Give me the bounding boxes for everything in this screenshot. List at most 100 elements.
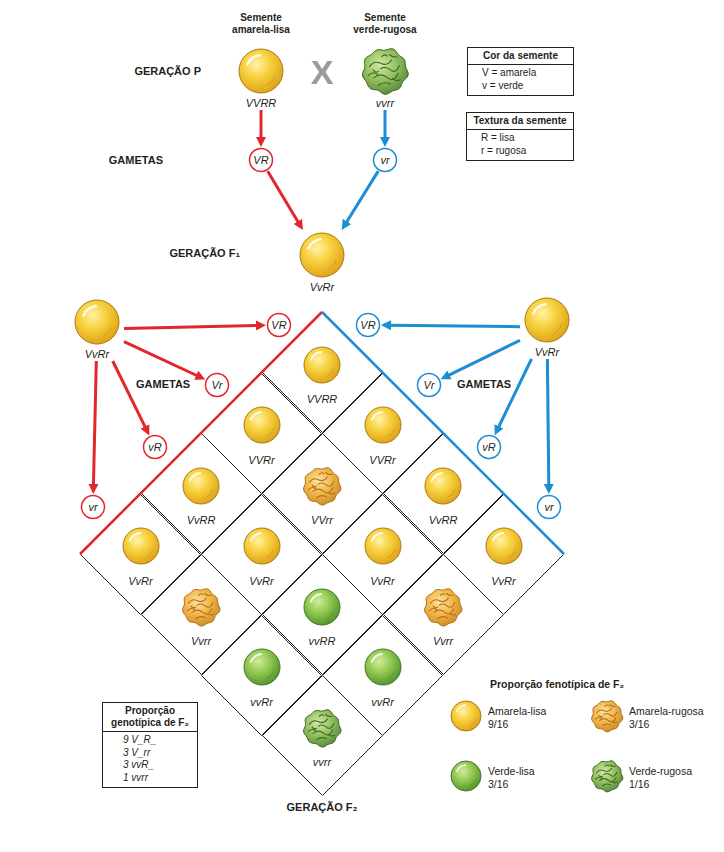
seed-node: VvRr [295, 230, 349, 294]
seed-shade [387, 429, 394, 437]
arrow-connector [268, 171, 300, 224]
seed-outline [123, 528, 159, 564]
seed-outline [451, 701, 481, 731]
gamete-label: vR [476, 434, 502, 460]
wrinkle-line [439, 602, 454, 607]
seed-illustration [180, 465, 222, 507]
wrinkle-line [603, 784, 611, 786]
legend-text: Amarela-lisa 9/16 [488, 705, 574, 731]
gamete-circle: VR [248, 147, 274, 173]
seed-outline [239, 49, 283, 93]
box-line: v = verde [468, 80, 573, 93]
seed-outline [244, 528, 280, 564]
seed-illustration [360, 46, 410, 96]
seed-highlight [311, 352, 321, 360]
genotype-label: VvRr [70, 347, 124, 361]
seed-highlight [457, 705, 466, 711]
seed-illustration [448, 758, 484, 794]
seed-illustration [301, 344, 343, 386]
wrinkle-line [319, 714, 324, 716]
wrinkle-line [317, 737, 327, 739]
wrinkle-line [197, 602, 212, 607]
wrinkle-line [430, 608, 437, 610]
wrinkle-line [610, 705, 615, 707]
seed-shade [327, 610, 334, 618]
seed-illustration [483, 525, 525, 567]
diagram-label: X [297, 50, 347, 94]
box-heading: Textura da semente [467, 113, 573, 130]
proportion-box: Proporção genotípica de F₂9 V_R_3 V_rr3 … [102, 702, 198, 788]
seed-heading: Semente verde-rugosa [349, 12, 421, 38]
red-grid-edge [80, 312, 322, 554]
seed-highlight [250, 412, 260, 420]
seed-highlight [492, 533, 502, 541]
wrinkle-line [599, 775, 603, 776]
wrinkle-line [612, 781, 617, 782]
legend-swatch [448, 698, 484, 734]
wrinkle-line [369, 73, 378, 76]
wrinkle-line [309, 477, 327, 482]
legend-swatch [589, 758, 625, 794]
wrinkle-line [312, 727, 317, 729]
wrinkle-line [597, 769, 612, 774]
seed-outline [365, 407, 401, 443]
gamete-label: Vr [416, 372, 442, 398]
seed-wrap [241, 525, 283, 567]
seed-highlight [371, 654, 381, 662]
gamete-circle: VR [266, 312, 292, 338]
seed-shade [470, 779, 476, 786]
wrinkle-line [196, 616, 206, 618]
seed-outline [304, 709, 341, 746]
box-line: R = lisa [467, 132, 573, 145]
seed-highlight [533, 304, 546, 313]
arrow-connector [260, 110, 263, 140]
seed-shade [328, 259, 337, 269]
seed-highlight [457, 765, 466, 771]
wrinkle-line [198, 593, 203, 595]
seed-wrap [362, 404, 404, 446]
wrinkle-line [603, 724, 611, 726]
gamete-circle: vR [476, 434, 502, 460]
wrinkle-line [389, 55, 397, 57]
wrinkle-line [597, 709, 612, 714]
seed-outline [451, 761, 481, 791]
wrinkle-line [319, 472, 324, 474]
wrinkle-line [447, 593, 453, 595]
wrinkle-line [188, 608, 195, 610]
seed-illustration [120, 525, 162, 567]
seed-outline [425, 468, 461, 504]
gamete-circle: vR [142, 434, 168, 460]
diagram-label: GAMETAS [457, 378, 527, 391]
key-box: Cor da sementeV = amarelav = verde [467, 47, 574, 96]
seed-wrinkles [188, 593, 214, 618]
wrinkle-line [610, 765, 615, 767]
seed-shade [267, 75, 276, 85]
seed-wrinkles [369, 55, 401, 86]
wrinkle-line [309, 729, 316, 731]
diagram-label: GAMETAS [90, 154, 163, 167]
seed-wrap [301, 707, 343, 749]
gamete-circle: VR [355, 312, 381, 338]
seed-wrap [241, 646, 283, 688]
legend-text: Verde-rugosa 1/16 [629, 765, 715, 791]
box-line: 3 vvR_ [103, 759, 197, 772]
gamete-label: vR [142, 434, 168, 460]
gamete-circle: Vr [204, 372, 230, 398]
wrinkle-line [393, 79, 401, 81]
seed-wrinkles [596, 765, 618, 786]
seed-outline [75, 300, 119, 344]
wrinkle-line [604, 712, 617, 716]
seed-illustration [72, 297, 122, 347]
seed-shade [266, 550, 273, 558]
seed-shade [266, 429, 273, 437]
key-box: Textura da semente R = lisar = rugosa [466, 112, 574, 161]
seed-wrap [120, 525, 162, 567]
seed-outline [304, 589, 340, 625]
wrinkle-line [205, 593, 211, 595]
seed-wrap [360, 46, 410, 96]
seed-wrap [362, 646, 404, 688]
wrinkle-line [596, 717, 602, 719]
box-line: r = rugosa [467, 145, 573, 158]
seed-illustration [297, 230, 347, 280]
punnett-cell: vvrr [262, 675, 383, 796]
